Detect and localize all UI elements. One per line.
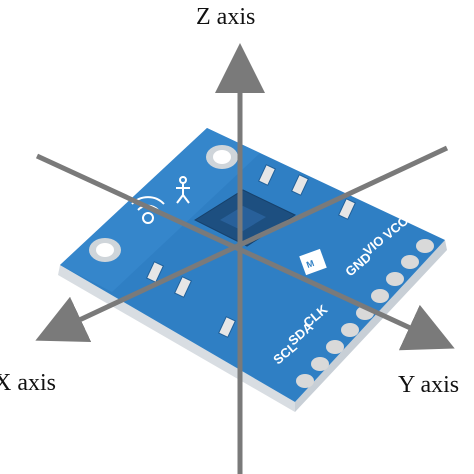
chip-logo-badge: M	[299, 248, 327, 276]
mounting-hole-left	[89, 238, 121, 262]
y-axis-label: Y axis	[398, 372, 459, 398]
ic-chip	[193, 189, 297, 247]
chip-marking: M	[305, 258, 315, 270]
x-axis-label: X axis	[0, 370, 56, 396]
sensor-board: M VCC VIO	[58, 128, 447, 412]
z-axis-label: Z axis	[196, 4, 255, 30]
axes	[35, 43, 455, 474]
smd-components	[146, 164, 356, 338]
mounting-hole-top	[206, 145, 238, 169]
board-edge-right	[295, 240, 447, 412]
pin-pads	[296, 239, 434, 388]
y-axis-line	[35, 153, 455, 351]
figure-icon	[176, 176, 190, 204]
x-axis-line	[35, 145, 449, 343]
